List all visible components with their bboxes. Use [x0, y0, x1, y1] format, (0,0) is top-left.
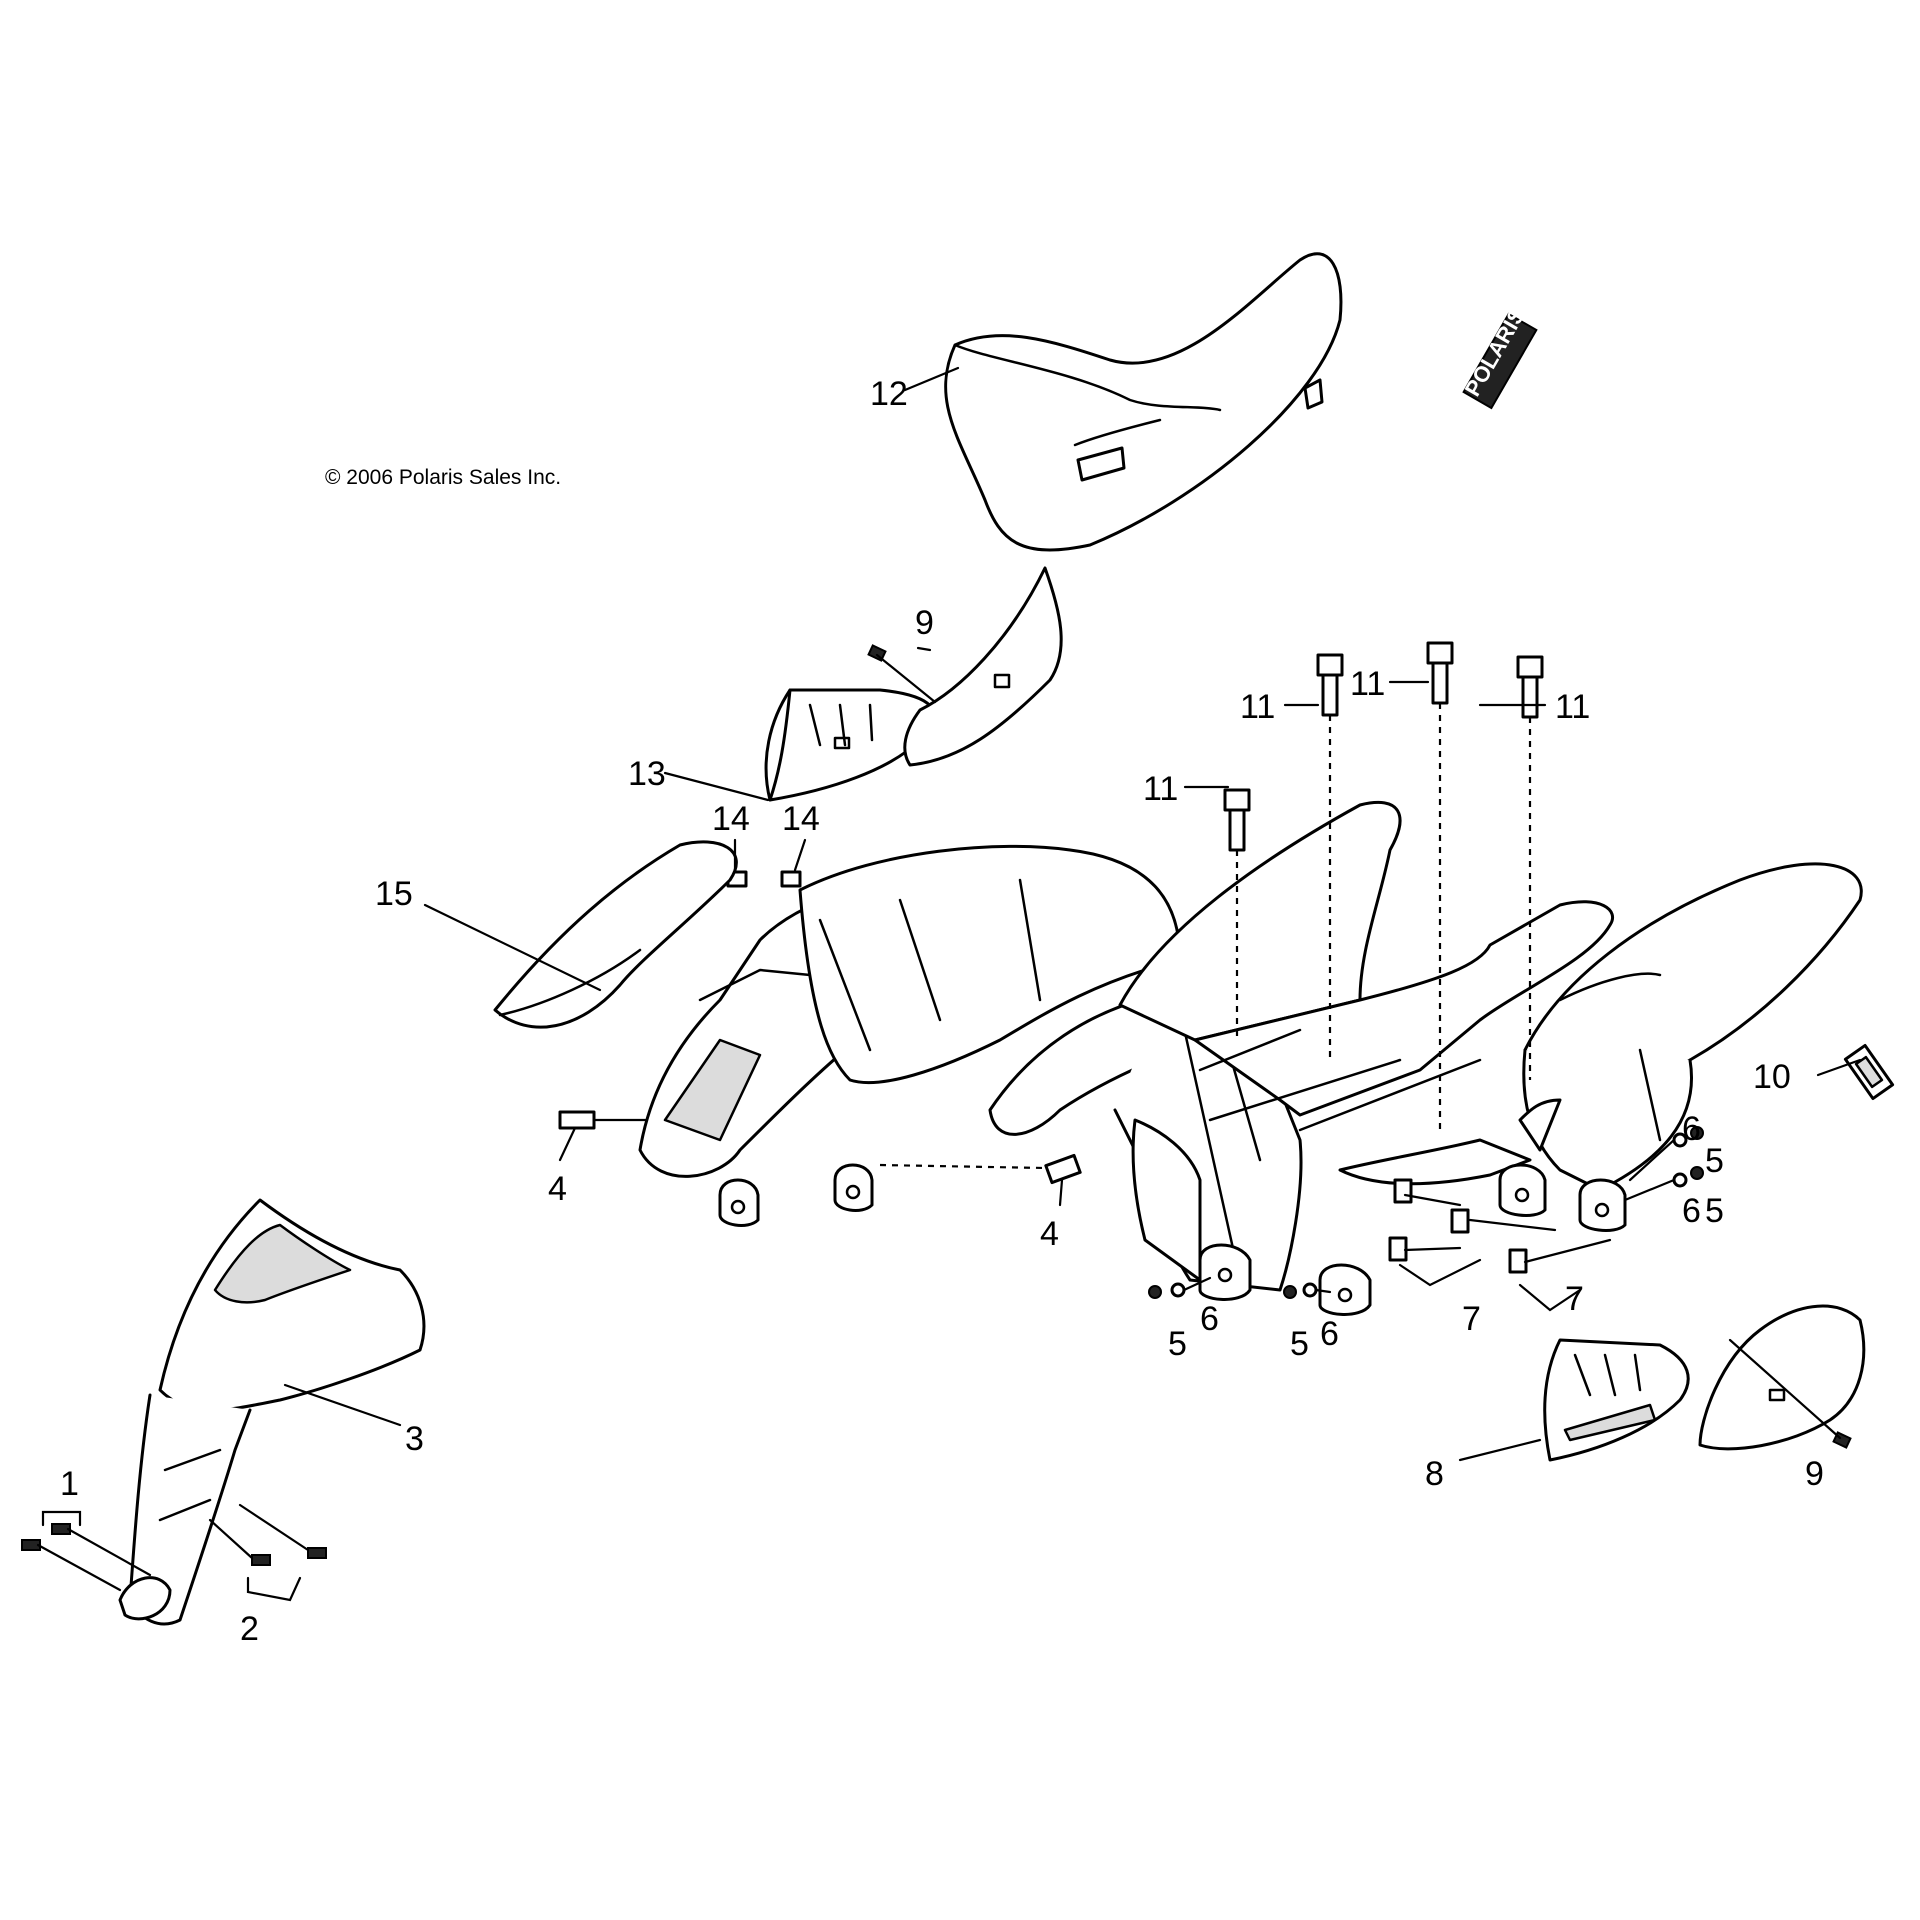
callout-1: 1 [60, 1465, 79, 1503]
callout-leaders [41, 366, 1862, 1602]
callout-5-b: 5 [1290, 1325, 1309, 1363]
screw-2-part [208, 1503, 327, 1566]
bolt-4-center-part [879, 1153, 1082, 1185]
callout-10: 10 [1753, 1058, 1791, 1096]
callout-11-right: 11 [1555, 688, 1590, 726]
front-fascia-part [118, 1198, 426, 1626]
callout-9-bottom: 9 [1805, 1455, 1824, 1493]
bolt-9-top-part [867, 644, 937, 704]
callout-8: 8 [1425, 1455, 1444, 1493]
bolt-9-bottom-part [1728, 1338, 1852, 1449]
bolt-4-left-part [558, 1110, 647, 1130]
callout-6-c: 6 [1682, 1110, 1701, 1148]
right-footwell-part [1543, 1304, 1866, 1462]
callout-11-third: 11 [1350, 665, 1385, 703]
callout-11-left: 11 [1143, 770, 1178, 808]
callout-9-top: 9 [915, 604, 934, 642]
body-fender-part [493, 800, 1863, 1316]
callout-5-a: 5 [1168, 1325, 1187, 1363]
callout-14-left: 14 [712, 800, 750, 838]
clip-14-part [726, 870, 802, 888]
callout-4-left: 4 [548, 1170, 567, 1208]
callout-5-d: 5 [1705, 1192, 1724, 1230]
callout-13: 13 [628, 755, 666, 793]
callout-4-center: 4 [1040, 1215, 1059, 1253]
bolt-11-part [1223, 641, 1544, 1130]
reflector-10-part [1843, 1043, 1895, 1101]
callout-labels: 12 9 13 14 14 15 11 11 11 11 10 4 4 6 5 … [60, 375, 1824, 1648]
callout-5-c: 5 [1705, 1142, 1724, 1180]
callout-7-left: 7 [1462, 1300, 1481, 1338]
callout-3: 3 [405, 1420, 424, 1458]
nut-5-washer-6-part [1148, 1126, 1704, 1299]
callout-12: 12 [870, 375, 908, 413]
callout-14-right: 14 [782, 800, 820, 838]
callout-15: 15 [375, 875, 413, 913]
bolt-7-part [1388, 1178, 1612, 1274]
callout-6-a: 6 [1200, 1300, 1219, 1338]
callout-11-second: 11 [1240, 688, 1275, 726]
screw-1-part [21, 1523, 152, 1592]
callout-6-b: 6 [1320, 1315, 1339, 1353]
copyright-notice: © 2006 Polaris Sales Inc. [325, 466, 561, 489]
seat-part: POLARIS [944, 252, 1538, 552]
left-footwell-part [764, 566, 1063, 802]
callout-6-d: 6 [1682, 1192, 1701, 1230]
seat-logo: POLARIS [1460, 303, 1538, 410]
callout-2: 2 [240, 1610, 259, 1648]
callout-7-right: 7 [1565, 1280, 1584, 1318]
